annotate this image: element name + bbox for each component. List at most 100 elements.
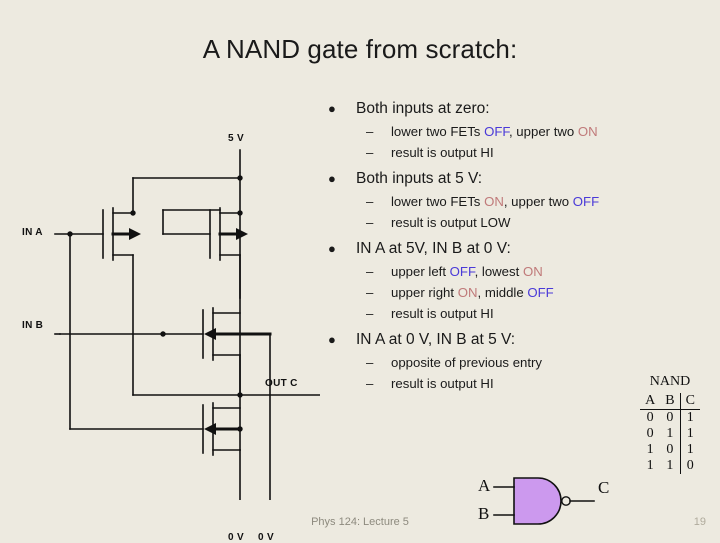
bullet-text: Both inputs at 5 V:: [356, 170, 483, 187]
nand-gate-symbol: A B C: [478, 470, 640, 532]
label-supply-5v: 5 V: [228, 133, 244, 144]
sub-bullet-pre: lower two FETs: [391, 194, 485, 209]
bullet-item: ● IN A at 5V, IN B at 0 V:: [318, 238, 710, 259]
sub-bullet-pre: upper left: [391, 264, 450, 279]
bullet-group: ● Both inputs at zero: – lower two FETs …: [318, 98, 710, 163]
truth-table-header-a: A: [640, 393, 661, 410]
bullet-list: ● Both inputs at zero: – lower two FETs …: [318, 98, 710, 399]
nand-gate-body: [513, 477, 562, 525]
sub-bullet-pre: lower two FETs: [391, 124, 485, 139]
dash-icon: –: [366, 145, 374, 160]
truth-table: A B C 0 0 1 0 1 1 1 0: [640, 393, 700, 474]
junction-dot: [160, 331, 166, 337]
cell-b: 1: [666, 426, 674, 441]
bullet-dot-icon: ●: [328, 171, 336, 186]
bullet-group: ● IN A at 5V, IN B at 0 V: – upper left …: [318, 238, 710, 324]
bullet-text: Both inputs at zero:: [356, 100, 490, 117]
dash-icon: –: [366, 376, 374, 391]
sub-bullet-state-2: OFF: [527, 285, 554, 300]
cell-c: 1: [679, 409, 700, 426]
bullet-dot-icon: ●: [328, 332, 336, 347]
sub-bullet-item: – lower two FETs ON, upper two OFF: [318, 192, 710, 212]
sub-bullet-state-1: ON: [484, 194, 504, 209]
sub-bullet-item: – result is output HI: [318, 143, 710, 163]
junction-dot: [237, 175, 243, 181]
page-title: A NAND gate from scratch:: [202, 34, 518, 64]
table-row: 0 1 1: [640, 426, 700, 442]
cell-a: 0: [646, 426, 654, 441]
junction-dots: [67, 175, 243, 432]
sub-bullet-pre: result is output HI: [391, 376, 494, 391]
footer-lecture-label: Phys 124: Lecture 5: [311, 516, 409, 528]
label-ground-right: 0 V: [258, 532, 274, 543]
dash-icon: –: [366, 124, 374, 139]
bullet-dot-icon: ●: [328, 241, 336, 256]
label-in-a: IN A: [22, 227, 43, 238]
table-row: 1 0 1: [640, 442, 700, 458]
cell-a: 0: [646, 410, 654, 425]
cell-b: 0: [666, 442, 674, 457]
bullet-dot-icon: ●: [328, 101, 336, 116]
sub-bullet-item: – lower two FETs OFF, upper two ON: [318, 122, 710, 142]
bullet-item: ● Both inputs at zero:: [318, 98, 710, 119]
sub-bullet-mid: , middle: [477, 285, 528, 300]
bullet-group: ● IN A at 0 V, IN B at 5 V: – opposite o…: [318, 329, 710, 394]
bullet-item: ● IN A at 0 V, IN B at 5 V:: [318, 329, 710, 350]
junction-dot: [237, 392, 243, 398]
bullet-text: IN A at 0 V, IN B at 5 V:: [356, 331, 516, 348]
junction-dot: [237, 210, 243, 216]
sub-bullet-item: – upper left OFF, lowest ON: [318, 262, 710, 282]
cmos-nand-circuit-diagram: 5 V IN A IN B OUT C 0 V 0 V: [0, 120, 321, 543]
junction-dot: [237, 426, 243, 432]
sub-bullet-state-2: ON: [522, 264, 543, 279]
label-ground-left: 0 V: [228, 532, 244, 543]
truth-table-title: NAND: [649, 374, 691, 389]
dash-icon: –: [366, 194, 374, 209]
junction-dot: [130, 210, 136, 216]
right-pmos-arrowhead: [236, 228, 248, 240]
sub-bullet-item: – opposite of previous entry: [318, 353, 710, 373]
cell-b: 0: [666, 410, 674, 425]
cell-c: 1: [679, 442, 700, 458]
sub-bullet-state-1: OFF: [449, 264, 475, 279]
cell-c: 0: [679, 458, 700, 474]
dash-icon: –: [366, 215, 374, 230]
truth-table-header-row: A B C: [640, 393, 700, 410]
cell-b: 1: [666, 458, 674, 473]
sub-bullet-state-2: OFF: [572, 194, 600, 209]
truth-table-header-c: C: [679, 393, 700, 410]
low-nmos-arrowhead: [204, 423, 216, 435]
bullet-group: ● Both inputs at 5 V: – lower two FETs O…: [318, 168, 710, 233]
sub-bullet-item: – result is output LOW: [318, 213, 710, 233]
circuit-svg: [54, 149, 321, 531]
dash-icon: –: [366, 285, 374, 300]
sub-bullet-item: – result is output HI: [318, 304, 710, 324]
sub-bullet-state-1: ON: [457, 285, 478, 300]
page-number: 19: [693, 516, 706, 528]
bullet-text: IN A at 5V, IN B at 0 V:: [356, 240, 511, 257]
cell-a: 1: [646, 458, 654, 473]
sub-bullet-pre: opposite of previous entry: [391, 355, 543, 370]
label-out-c: OUT C: [265, 378, 298, 389]
sub-bullet-mid: , upper two: [503, 194, 573, 209]
cell-a: 1: [646, 442, 654, 457]
dash-icon: –: [366, 264, 374, 279]
label-in-b: IN B: [22, 320, 44, 331]
nand-output-label-c: C: [598, 478, 610, 497]
sub-bullet-pre: result is output HI: [391, 145, 494, 160]
sub-bullet-state-2: ON: [577, 124, 598, 139]
dash-icon: –: [366, 306, 374, 321]
sub-bullet-item: – upper right ON, middle OFF: [318, 283, 710, 303]
sub-bullet-pre: upper right: [391, 285, 458, 300]
sub-bullet-pre: result is output HI: [391, 306, 494, 321]
nand-input-label-b: B: [478, 504, 490, 523]
cell-c: 1: [679, 426, 700, 442]
sub-bullet-mid: , upper two: [508, 124, 578, 139]
sub-bullet-state-1: OFF: [484, 124, 509, 139]
sub-bullet-mid: , lowest: [474, 264, 523, 279]
inversion-bubble-icon: [561, 496, 571, 506]
truth-table-panel: NAND A B C 0 0 1 0 1 1: [628, 374, 712, 474]
nand-gate-svg: [493, 477, 595, 525]
truth-table-header-b: B: [660, 393, 681, 410]
